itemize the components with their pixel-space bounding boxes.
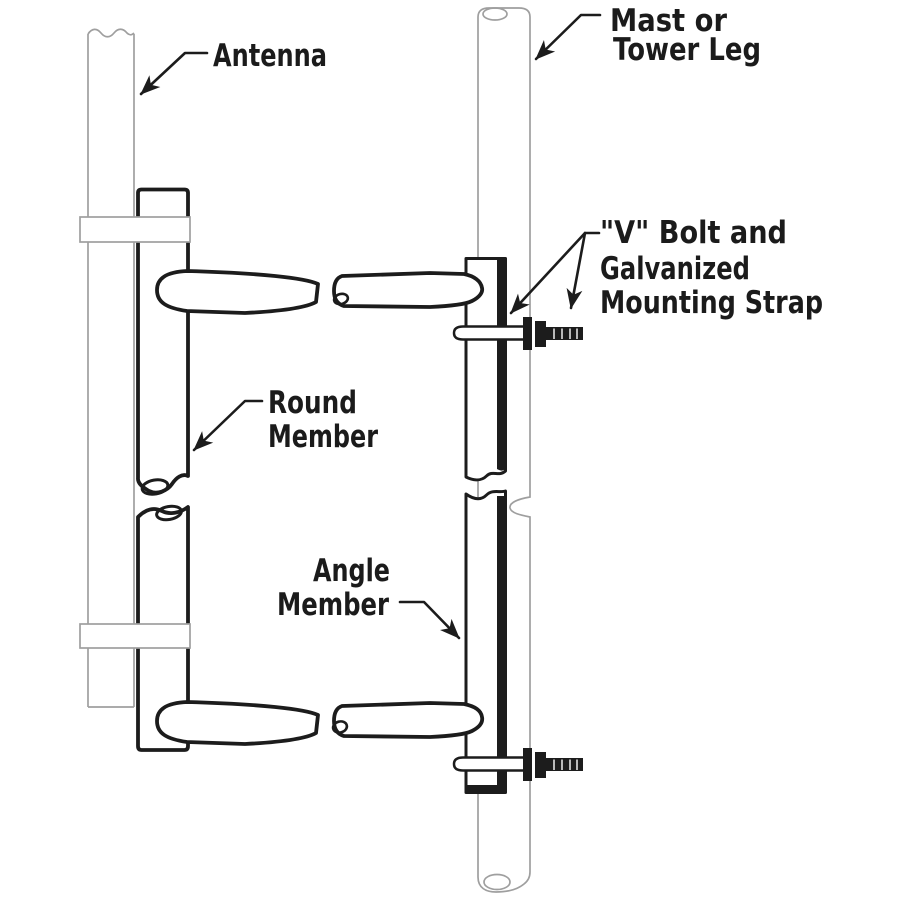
round-member-leader-arrow — [192, 399, 264, 452]
mast-tower-leg-pipe — [477, 7, 531, 893]
thread-ticks-top — [553, 328, 578, 339]
v-bolt-leader-arrow-strap — [509, 231, 601, 315]
v-bolt-leader-arrow-bolt — [566, 231, 587, 310]
mounting-strap-top — [452, 325, 530, 341]
upper-cross-member-right — [332, 271, 485, 309]
antenna-pipe — [87, 28, 135, 708]
mast-label-line1: Mast or — [610, 3, 728, 39]
upper-cross-member — [155, 269, 485, 315]
v-bolt-assembly-top — [452, 317, 583, 350]
v-bolt-washer-top — [523, 317, 532, 350]
round-member-upper-section — [136, 187, 190, 495]
antenna-clamp-strap-top — [79, 216, 191, 243]
angle-member-label-line2: Member — [277, 587, 390, 623]
v-bolt-label-line2: Galvanized — [600, 251, 750, 287]
v-bolt-thread-top — [546, 327, 583, 340]
angle-member-leader-arrow — [398, 600, 461, 640]
lower-cross-member-right — [332, 701, 485, 739]
upper-cross-member-break-curl — [332, 292, 350, 306]
round-member-label-line1: Round — [268, 385, 357, 421]
mast-label-line2: Tower Leg — [613, 32, 761, 68]
mounting-strap-bottom — [452, 756, 530, 772]
v-bolt-nut-top — [535, 321, 546, 347]
angle-member-bar — [464, 257, 507, 794]
round-member-label-line2: Member — [268, 419, 379, 455]
antenna-leader-arrow — [139, 51, 209, 96]
v-bolt-thread-bottom — [546, 758, 583, 771]
angle-member-lower-flange — [497, 496, 505, 788]
lower-cross-member-left — [155, 700, 320, 746]
antenna-label: Antenna — [213, 38, 327, 74]
lower-cross-member — [155, 700, 485, 746]
thread-ticks-bottom — [553, 759, 578, 770]
round-member-break-curl-bottom — [155, 504, 183, 522]
antenna-top-break-edge — [87, 28, 135, 38]
angle-member-label-line1: Angle — [313, 553, 390, 589]
v-bolt-nut-bottom — [535, 752, 546, 778]
lower-cross-member-break-curl — [331, 720, 349, 734]
angle-member-upper-section — [464, 257, 507, 482]
mast-right-edge-with-break — [509, 17, 531, 872]
v-bolt-label-line3: Mounting Strap — [600, 285, 823, 321]
angle-member-bottom-edge — [466, 785, 506, 794]
antenna-clamp-strap-bottom — [79, 623, 191, 649]
v-bolt-washer-bottom — [523, 748, 532, 781]
mast-bottom-opening — [483, 873, 511, 891]
mast-leader-arrow — [534, 13, 602, 61]
mast-top-opening — [482, 7, 508, 21]
upper-cross-member-left — [155, 269, 320, 315]
v-bolt-label-line1: "V" Bolt and — [600, 215, 787, 251]
round-member-break-curl-top — [140, 478, 170, 496]
v-bolt-assembly-bottom — [452, 748, 583, 781]
mast-bottom-edge — [477, 871, 531, 893]
angle-member-upper-flange — [497, 260, 505, 471]
